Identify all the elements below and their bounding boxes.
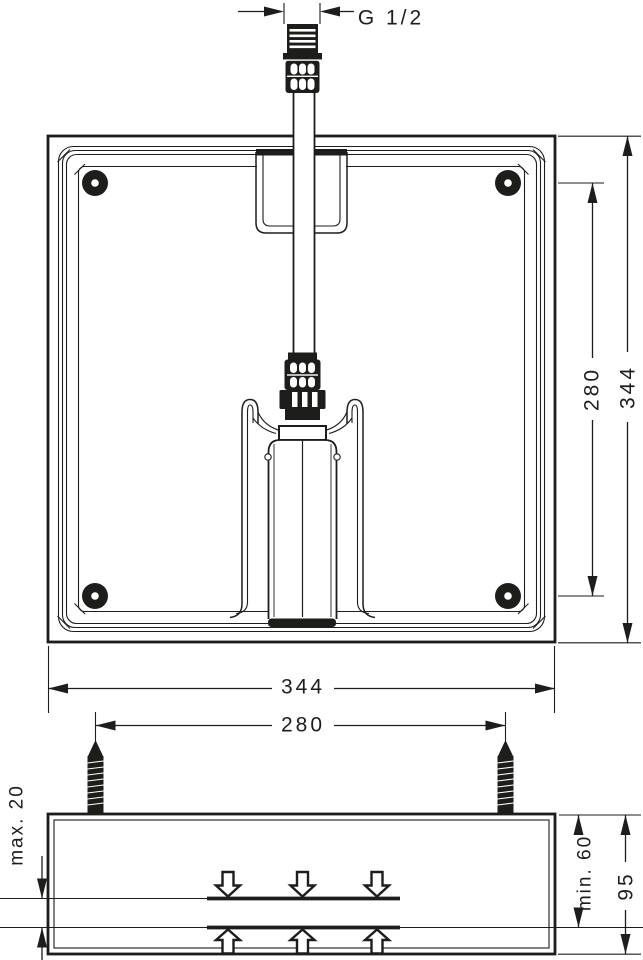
adjustment-arrows <box>212 870 393 955</box>
screw-spacing-label: 280 <box>280 713 326 737</box>
connecting-pipe <box>292 93 316 354</box>
up-block-arrow-icon <box>361 927 393 955</box>
overall-width-label: 344 <box>280 675 326 699</box>
dimension-screw-spacing <box>94 712 507 741</box>
adjustment-plate <box>207 896 400 930</box>
side-view <box>0 712 643 960</box>
down-block-arrow-icon <box>361 870 393 899</box>
hose-connector <box>279 352 326 422</box>
top-view <box>46 3 641 713</box>
thread-size-label: G 1/2 <box>357 6 425 30</box>
recess-depth-min-label: min. 60 <box>574 834 596 912</box>
dimension-thread <box>238 3 354 24</box>
dimension-housing-depth <box>558 815 641 955</box>
supply-channel <box>229 398 376 619</box>
housing-depth-label: 95 <box>614 871 638 901</box>
dimension-overall-height <box>558 135 641 644</box>
mounting-screw <box>497 740 514 814</box>
overall-height-label: 344 <box>616 364 640 410</box>
hole-spacing-vertical-label: 280 <box>580 366 604 412</box>
mounting-holes <box>82 170 521 609</box>
dimension-overall-width <box>47 646 556 713</box>
down-block-arrow-icon <box>287 870 318 899</box>
threaded-connector <box>283 24 322 93</box>
down-block-arrow-icon <box>212 870 244 899</box>
panel-thickness-max-label: max. 20 <box>6 784 28 866</box>
dimension-recess-depth <box>559 814 641 928</box>
cylinder-base <box>268 618 336 627</box>
mounting-screw <box>87 740 104 814</box>
up-block-arrow-icon <box>287 927 318 955</box>
dimension-hole-spacing-vertical <box>558 182 604 597</box>
supply-unit <box>264 425 341 627</box>
dimension-panel-thickness <box>37 856 47 960</box>
up-block-arrow-icon <box>212 927 244 955</box>
